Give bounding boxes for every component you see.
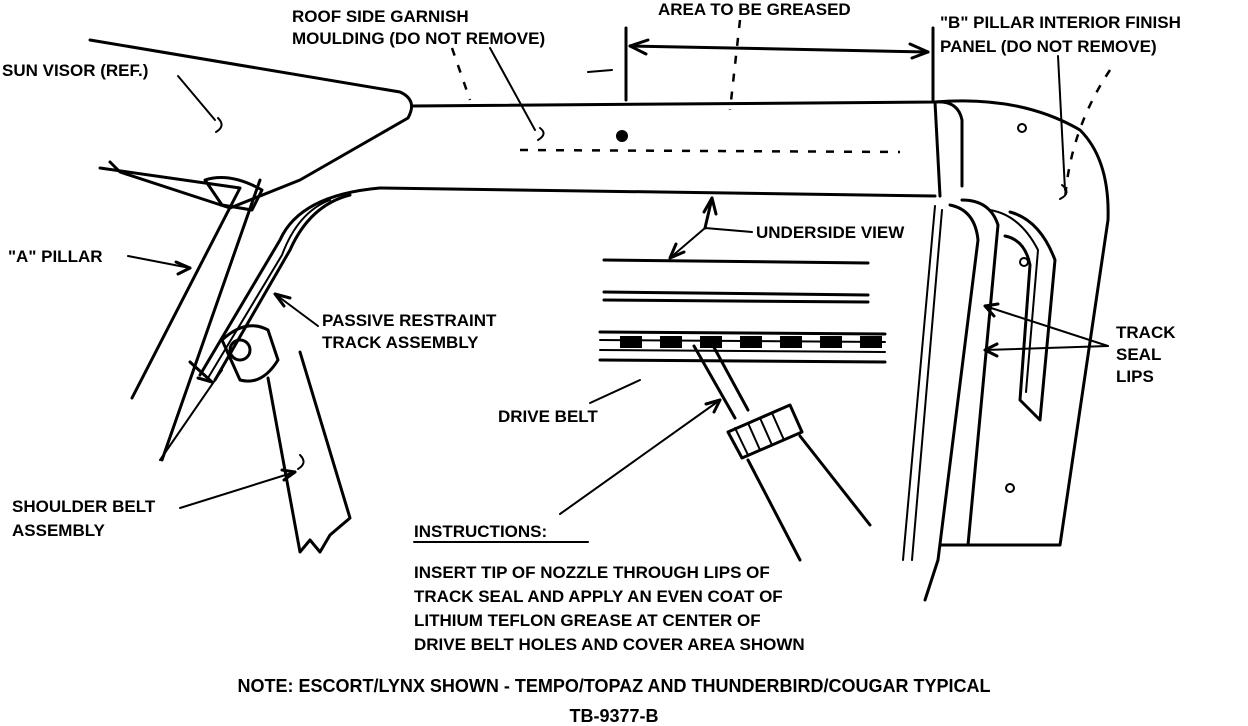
label-drive-belt: DRIVE BELT [498, 407, 598, 426]
instructions-line-3: LITHIUM TEFLON GREASE AT CENTER OF [414, 611, 761, 630]
screw-hole [1019, 257, 1029, 267]
label-roof-side-garnish: ROOF SIDE GARNISH [292, 7, 469, 26]
label-sun-visor: SUN VISOR (REF.) [2, 61, 148, 80]
instructions-line-2: TRACK SEAL AND APPLY AN EVEN COAT OF [414, 587, 783, 606]
shoulder-belt-drawing [220, 324, 352, 554]
label-underside-view: UNDERSIDE VIEW [756, 223, 905, 242]
figure-id: TB-9377-B [569, 706, 658, 726]
instructions-line-4: DRIVE BELT HOLES AND COVER AREA SHOWN [414, 635, 805, 654]
label-seal: SEAL [1116, 345, 1161, 364]
label-b-pillar-line2: PANEL (DO NOT REMOVE) [940, 37, 1157, 56]
a-pillar-drawing [98, 166, 382, 462]
roof-rail-hole [616, 130, 628, 142]
label-roof-side-moulding: MOULDING (DO NOT REMOVE) [292, 29, 545, 48]
label-shoulder-belt-assembly: ASSEMBLY [12, 521, 106, 540]
label-a-pillar: "A" PILLAR [8, 247, 103, 266]
label-track: TRACK [1116, 323, 1176, 342]
screw-hole [1005, 483, 1015, 493]
note-text: NOTE: ESCORT/LYNX SHOWN - TEMPO/TOPAZ AN… [237, 676, 990, 696]
instructions-line-1: INSERT TIP OF NOZZLE THROUGH LIPS OF [414, 563, 770, 582]
instructions-heading: INSTRUCTIONS: [414, 522, 547, 541]
roof-rail-drawing [378, 100, 964, 198]
anchor-bolt-icon [228, 338, 252, 362]
area-dimension [587, 19, 935, 111]
label-track-assembly: TRACK ASSEMBLY [322, 333, 479, 352]
leader-lines [127, 47, 1109, 515]
screw-hole [1017, 123, 1027, 133]
sun-visor-drawing [88, 38, 414, 212]
label-passive-restraint: PASSIVE RESTRAINT [322, 311, 497, 330]
underside-view-drawing [598, 258, 887, 364]
label-area-to-grease: AREA TO BE GREASED [658, 0, 851, 19]
label-shoulder-belt: SHOULDER BELT [12, 497, 156, 516]
b-pillar-drawing [902, 69, 1112, 602]
label-b-pillar-line1: "B" PILLAR INTERIOR FINISH [940, 13, 1181, 32]
label-lips: LIPS [1116, 367, 1154, 386]
grease-nozzle-drawing [692, 338, 872, 562]
